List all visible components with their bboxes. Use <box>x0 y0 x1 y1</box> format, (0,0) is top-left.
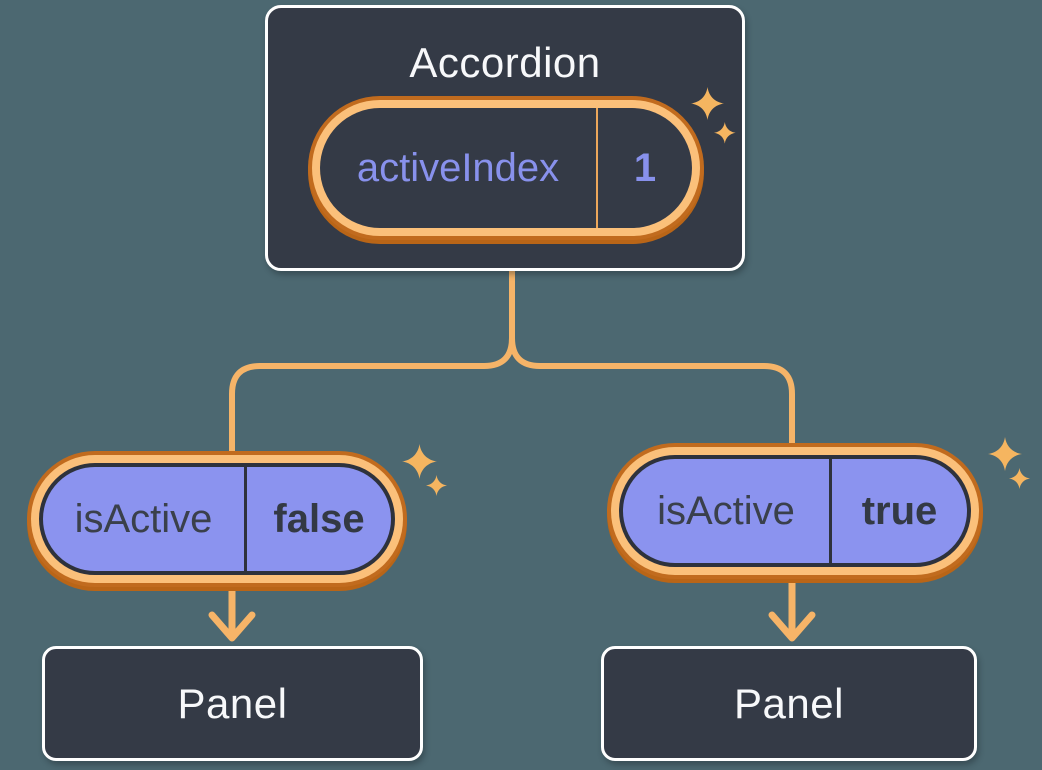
panel-title: Panel <box>734 679 844 727</box>
panel-box-left: Panel <box>42 646 423 761</box>
panel-title: Panel <box>177 679 288 727</box>
pill-divider <box>829 459 832 563</box>
state-value: 1 <box>633 145 657 190</box>
state-name: activeIndex <box>356 145 560 190</box>
prop-value: false <box>273 496 365 541</box>
left-branch-line <box>229 337 515 462</box>
right-branch-line <box>509 337 795 452</box>
sparkle-icon <box>691 87 736 144</box>
prop-pill-isactive-left: isActive false <box>39 463 395 575</box>
prop-value: true <box>861 488 938 533</box>
prop-pill-isactive-right: isActive true <box>619 455 971 567</box>
sparkle-icon <box>988 437 1030 489</box>
prop-name: isActive <box>74 496 213 541</box>
left-arrow-head <box>208 611 256 642</box>
panel-box-right: Panel <box>601 646 977 761</box>
right-arrow-head <box>768 611 816 642</box>
sparkle-icon <box>402 444 447 496</box>
state-pill-activeindex: activeIndex 1 <box>320 108 692 228</box>
prop-name: isActive <box>657 488 795 533</box>
pill-divider <box>244 467 247 571</box>
accordion-title: Accordion <box>409 39 601 86</box>
pill-divider <box>596 108 598 228</box>
